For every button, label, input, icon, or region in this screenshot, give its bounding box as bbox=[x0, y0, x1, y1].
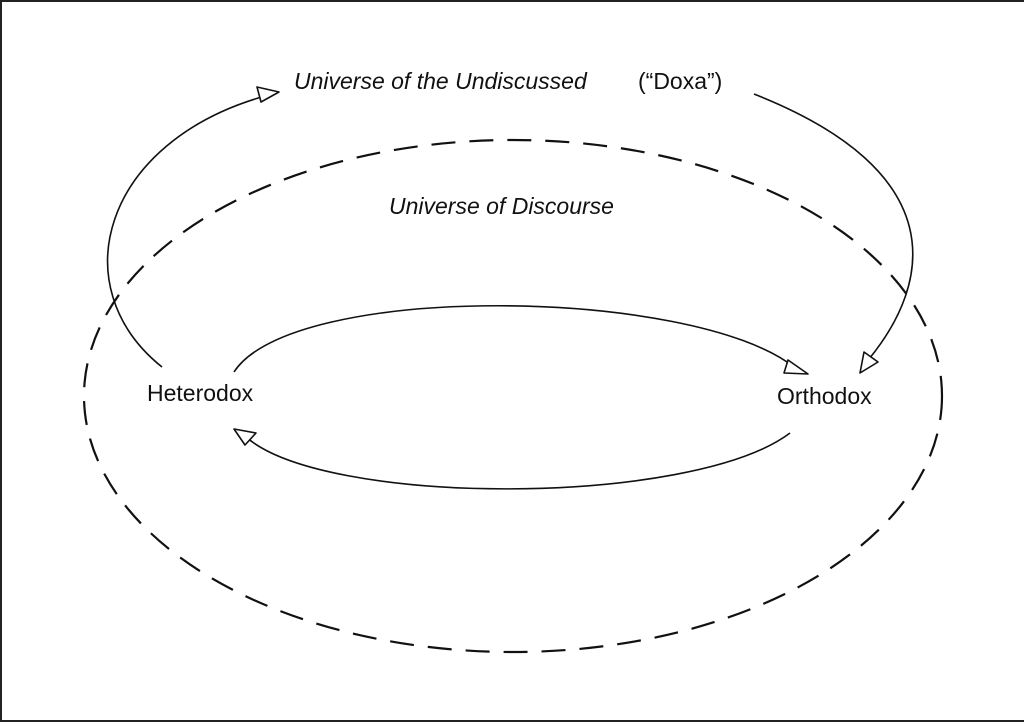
arrow-undiscussed-to-orthodox bbox=[753, 93, 914, 360]
arrow-heterodox-to-undiscussed bbox=[106, 95, 266, 368]
arrowhead-undiscussed bbox=[256, 86, 280, 103]
discourse-label: Universe of Discourse bbox=[389, 193, 614, 219]
arrowhead-orthodox-side bbox=[783, 359, 809, 375]
orthodox-label: Orthodox bbox=[777, 383, 872, 409]
arrowhead-heterodox bbox=[233, 428, 257, 446]
arrow-orthodox-to-heterodox bbox=[244, 432, 791, 490]
discourse-boundary-ellipse bbox=[82, 138, 944, 654]
heterodox-label: Heterodox bbox=[147, 380, 254, 406]
arrowhead-orthodox-top bbox=[859, 351, 879, 374]
undiscussed-label: Universe of the Undiscussed bbox=[294, 68, 587, 94]
doxa-label: (“Doxa”) bbox=[638, 68, 723, 94]
arrow-heterodox-to-orthodox bbox=[233, 304, 795, 373]
